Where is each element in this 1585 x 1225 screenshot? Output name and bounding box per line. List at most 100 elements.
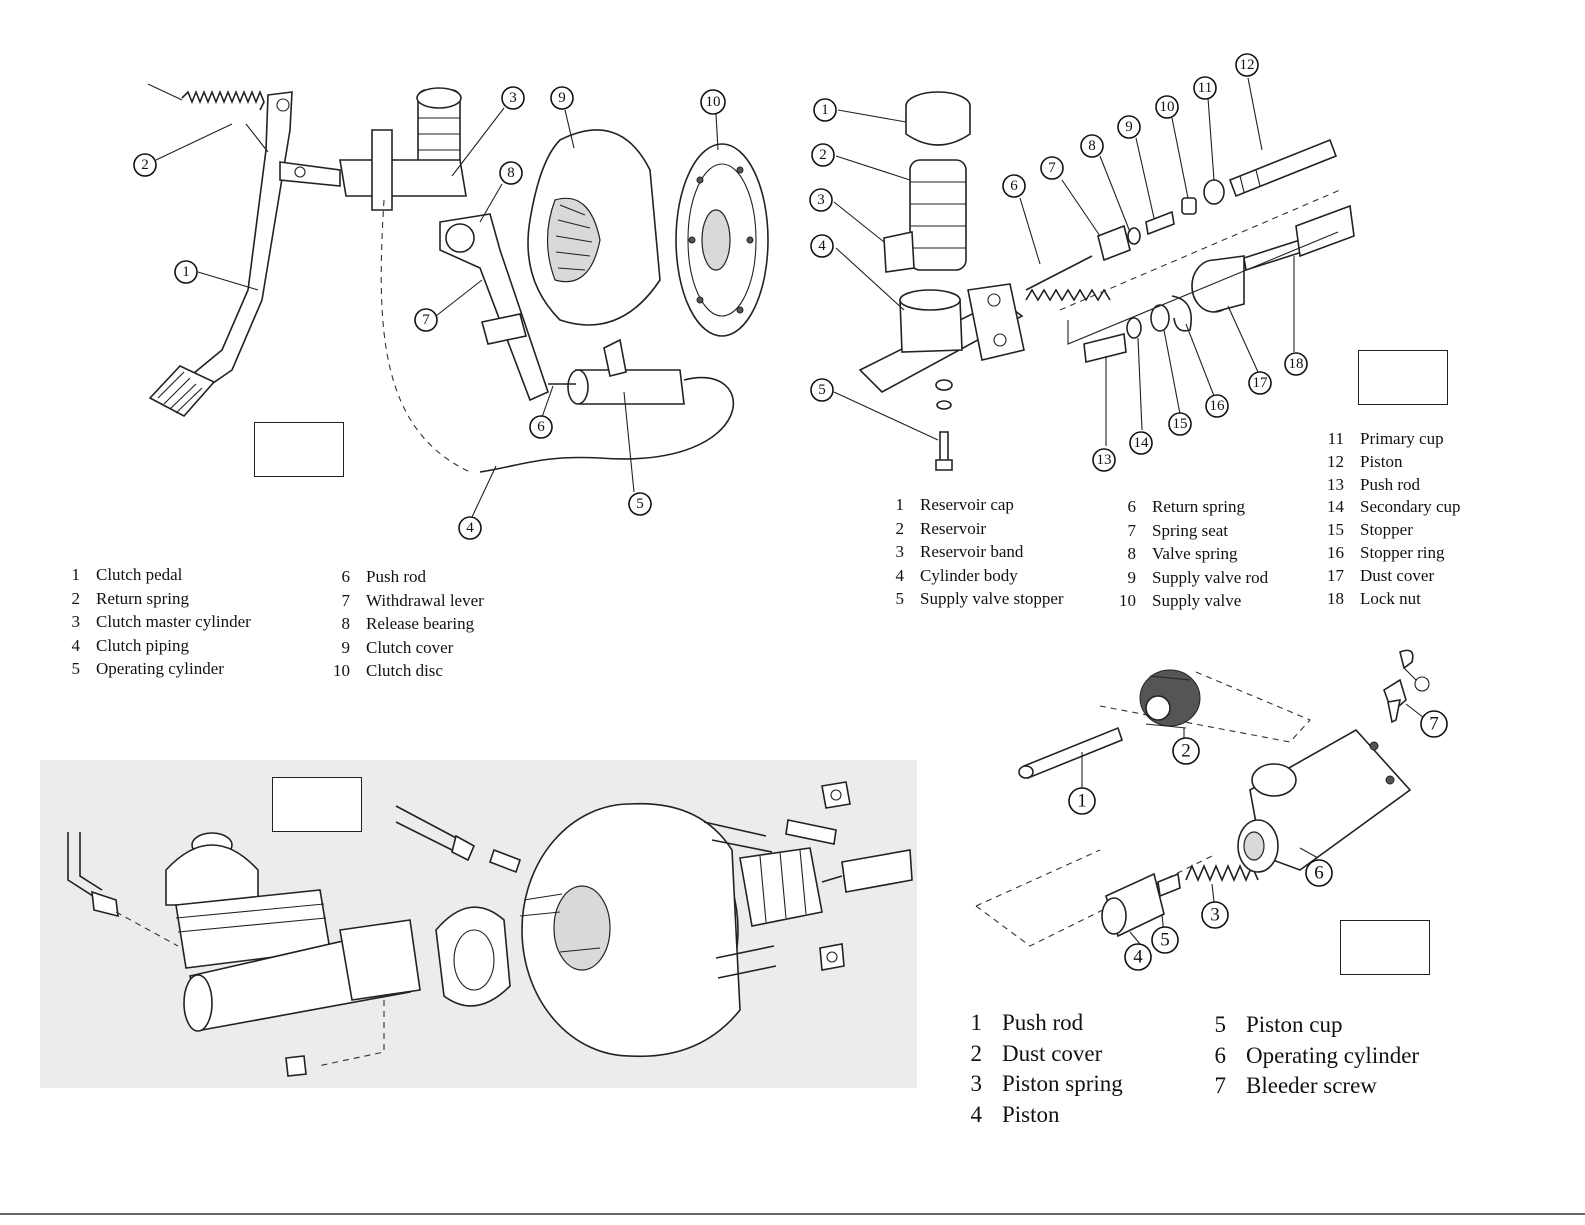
legend-number: 9 (341, 637, 351, 657)
legend-number: 10 (1119, 591, 1136, 611)
legend-number: 6 (1127, 497, 1137, 516)
page-bottom-rule (0, 1213, 1585, 1215)
legend-label: Supply valve rod (1152, 567, 1269, 587)
legend-row: 16 Stopper ring (1318, 542, 1461, 565)
callouts-figure-d: 1 2 3 4 5 6 7 (1068, 710, 1448, 971)
stoppers-and-cups (1083, 295, 1192, 363)
callout-number: 17 (1253, 375, 1269, 391)
blank-label-box (1358, 350, 1448, 405)
legend-number: 9 (1127, 567, 1137, 587)
legend-label: Clutch pedal (96, 565, 183, 584)
legend-number: 15 (1327, 520, 1344, 540)
callout-number: 1 (821, 102, 829, 118)
callout-number: 10 (706, 94, 721, 110)
callout-b-11: 11 (1193, 76, 1217, 100)
brake-booster-drawing (67, 781, 913, 1077)
blank-label-box (272, 777, 362, 832)
legend-number: 1 (970, 1010, 983, 1035)
legend-label: Clutch cover (366, 637, 454, 657)
callout-number: 5 (1160, 930, 1170, 951)
callout-b-4: 4 (810, 234, 834, 258)
callout-b-7: 7 (1040, 156, 1064, 180)
callout-d-1: 1 (1068, 787, 1096, 815)
return-spring-b (1025, 255, 1111, 302)
callout-b-16: 16 (1205, 394, 1229, 418)
legend-number: 1 (895, 495, 905, 514)
callout-number: 6 (1314, 863, 1324, 884)
primary-cup (1203, 179, 1225, 205)
piston-spring (1185, 863, 1259, 883)
legend-label: Piston cup (1246, 1012, 1343, 1037)
legend-number: 2 (71, 588, 81, 608)
cylinder-body (858, 283, 1025, 393)
dust-cover-b (1191, 255, 1245, 313)
legend-number: 4 (71, 635, 81, 655)
callout-d-3: 3 (1201, 901, 1229, 929)
blank-label-box (1340, 920, 1430, 975)
booster-housing (519, 802, 741, 1058)
callout-b-5: 5 (810, 378, 834, 402)
legend-number: 3 (71, 612, 81, 632)
callout-number: 11 (1198, 80, 1212, 96)
callout-b-10: 10 (1155, 95, 1179, 119)
legend-label: Clutch disc (366, 661, 443, 681)
legend-number: 13 (1327, 474, 1344, 494)
clutch-system-drawing (147, 83, 769, 518)
callout-b-9: 9 (1117, 115, 1141, 139)
legend-number: 3 (970, 1071, 983, 1096)
legend-label: Secondary cup (1360, 497, 1461, 517)
legend-number: 6 (341, 567, 351, 586)
reservoir-cap (905, 91, 971, 146)
legend-label: Supply valve stopper (920, 589, 1064, 609)
clutch-master-cylinder (279, 87, 467, 211)
legend-row: 4 Piston (964, 1100, 1123, 1131)
callout-d-4: 4 (1124, 943, 1152, 971)
piston-d (1101, 872, 1181, 938)
callout-number: 18 (1289, 356, 1304, 372)
legend-label: Stopper ring (1360, 542, 1445, 562)
legend-label: Piston (1002, 1101, 1060, 1127)
legend-row: 9 Supply valve rod (1112, 566, 1269, 590)
callout-number: 2 (1181, 741, 1191, 762)
supply-valve-rod (1145, 210, 1175, 236)
master-cylinder-exploded-drawing (833, 77, 1355, 471)
callout-a-3: 3 (501, 86, 525, 110)
legend-row: 9 Clutch cover (324, 636, 484, 660)
callout-d-7: 7 (1420, 710, 1448, 738)
legend-number: 4 (970, 1101, 983, 1127)
legend-number: 16 (1327, 542, 1344, 562)
legend-label: Spring seat (1152, 520, 1229, 540)
callout-number: 1 (182, 264, 190, 280)
booster-boot (739, 847, 913, 927)
callout-number: 12 (1240, 57, 1255, 73)
legend-label: Operating cylinder (96, 659, 224, 679)
callout-a-4: 4 (458, 516, 482, 540)
legend-label: Reservoir band (920, 542, 1024, 562)
legend-number: 10 (333, 661, 350, 681)
reservoir (909, 159, 967, 271)
legend-number: 7 (341, 590, 351, 610)
legend-number: 6 (1214, 1042, 1227, 1068)
valve-spring (1127, 227, 1141, 245)
legend-number: 11 (1327, 429, 1344, 448)
callout-number: 4 (818, 238, 826, 254)
callout-number: 8 (1088, 138, 1096, 154)
booster-studs (703, 821, 777, 979)
